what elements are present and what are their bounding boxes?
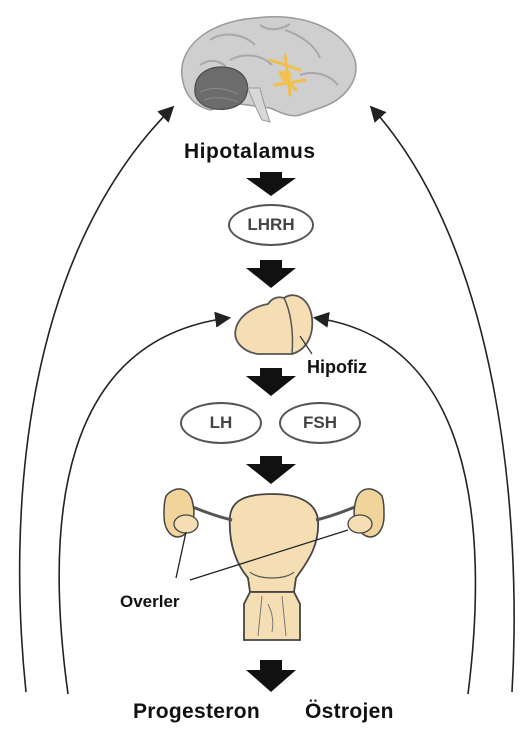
lh-hormone-pill: LH	[180, 402, 262, 444]
down-arrow-3	[246, 368, 296, 396]
uterus-illustration	[164, 489, 384, 640]
lhrh-hormone-pill: LHRH	[228, 204, 314, 246]
down-arrow-1	[246, 172, 296, 196]
pituitary-gland	[235, 295, 312, 354]
down-arrow-5	[246, 660, 296, 692]
ovaries-label: Overler	[120, 592, 180, 612]
down-arrow-2	[246, 260, 296, 288]
inner-left-feedback-arrow	[59, 318, 228, 694]
hypothalamus-label: Hipotalamus	[184, 140, 316, 164]
fsh-hormone-pill: FSH	[279, 402, 361, 444]
estrogen-label: Östrojen	[305, 700, 394, 724]
pituitary-label: Hipofiz	[307, 357, 367, 378]
progesterone-label: Progesteron	[133, 700, 260, 724]
outer-right-feedback-arrow	[372, 108, 514, 692]
brain-illustration	[182, 17, 356, 122]
down-arrow-4	[246, 456, 296, 484]
